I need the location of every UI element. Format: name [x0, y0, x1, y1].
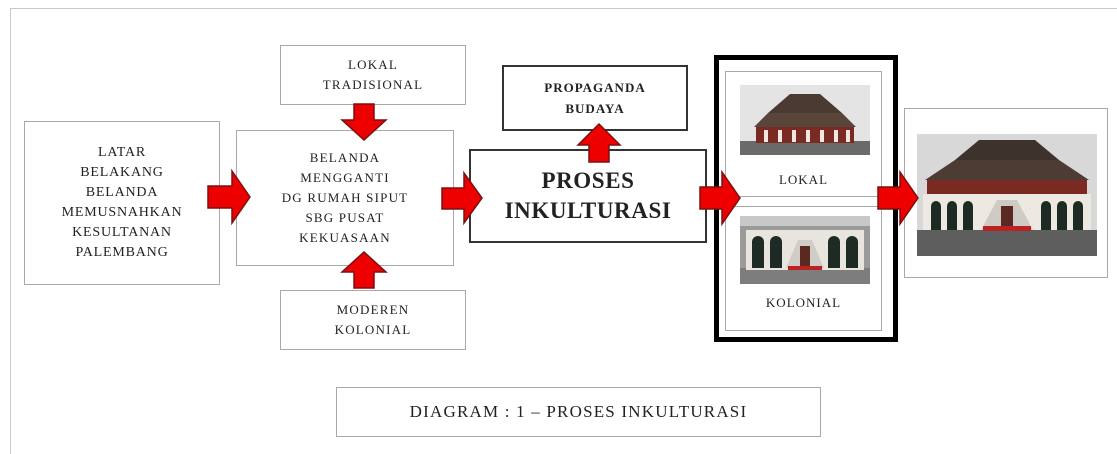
diagram-caption-text: DIAGRAM : 1 – PROSES INKULTURASI [409, 402, 748, 421]
latar-belakang-text: LATAR BELAKANG BELANDA MEMUSNAHKAN KESUL… [61, 145, 183, 260]
lokal-tradisional-box: LOKAL TRADISIONAL [280, 45, 466, 105]
arrow-right-icon [699, 169, 741, 227]
inkulturasi-building-photo [917, 134, 1097, 256]
arrow-up-icon [576, 122, 622, 163]
lokal-tradisional-text: LOKAL TRADISIONAL [322, 57, 424, 92]
arrow-right-icon [441, 170, 483, 226]
kolonial-label: KOLONIAL [765, 295, 842, 310]
latar-belakang-box: LATAR BELAKANG BELANDA MEMUSNAHKAN KESUL… [24, 121, 220, 285]
arrow-right-icon [877, 169, 919, 227]
belanda-mengganti-text: BELANDA MENGGANTI DG RUMAH SIPUT SBG PUS… [281, 150, 409, 245]
frame-border-left [10, 8, 11, 454]
kolonial-building-photo [740, 216, 870, 284]
kolonial-photo-box: KOLONIAL [725, 206, 882, 331]
diagram-caption-box: DIAGRAM : 1 – PROSES INKULTURASI [336, 387, 821, 437]
arrow-up-icon [340, 250, 388, 289]
moderen-kolonial-text: MODEREN KOLONIAL [334, 302, 412, 337]
frame-border-top [10, 8, 1117, 9]
proses-inkulturasi-text: PROSES INKULTURASI [504, 168, 672, 223]
final-result-photo-box [904, 108, 1108, 278]
lokal-photo-box: LOKAL [725, 71, 882, 197]
propaganda-budaya-text: PROPAGANDA BUDAYA [544, 80, 646, 116]
proses-inkulturasi-box: PROSES INKULTURASI [469, 149, 707, 243]
moderen-kolonial-box: MODEREN KOLONIAL [280, 290, 466, 350]
belanda-mengganti-box: BELANDA MENGGANTI DG RUMAH SIPUT SBG PUS… [236, 130, 454, 266]
lokal-label: LOKAL [778, 172, 829, 187]
arrow-down-icon [340, 103, 388, 142]
arrow-right-icon [207, 168, 251, 226]
propaganda-budaya-box: PROPAGANDA BUDAYA [502, 65, 688, 131]
lokal-house-photo [740, 85, 870, 155]
